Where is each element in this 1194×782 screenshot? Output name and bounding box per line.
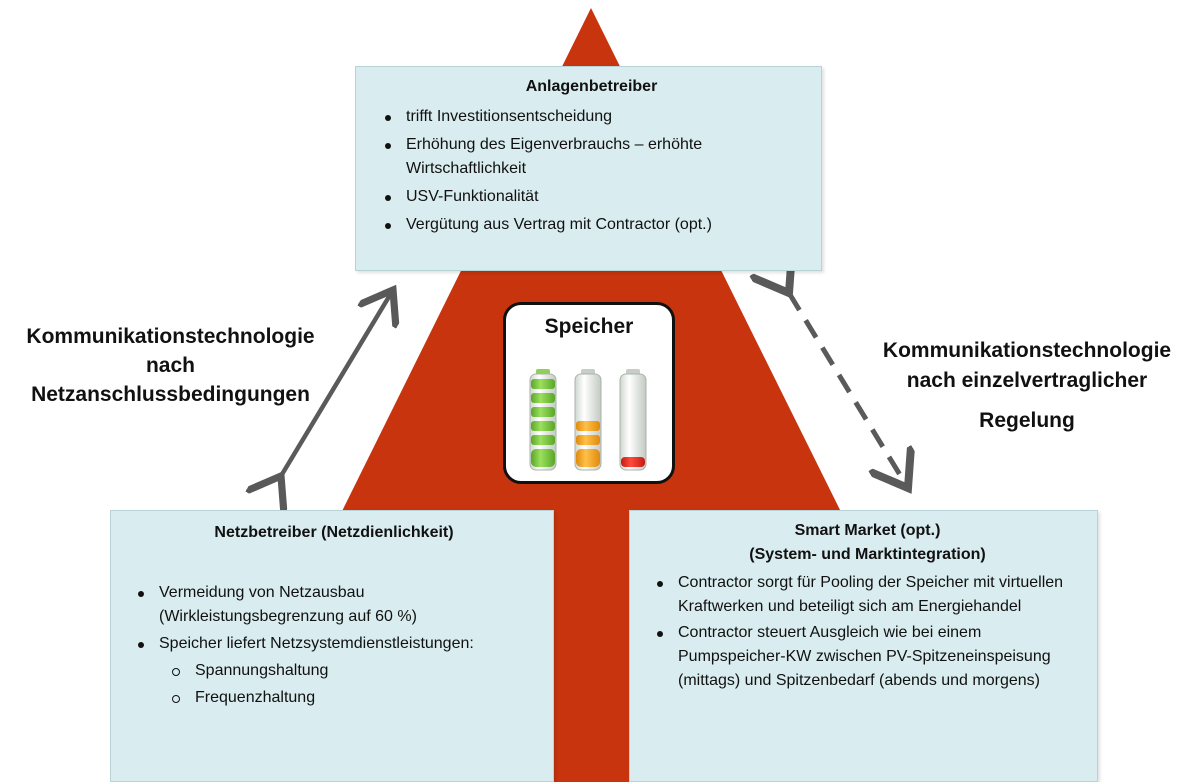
list-item: Vermeidung von Netzausbau (Wirkleistungs… — [129, 581, 539, 629]
battery-full-icon — [529, 369, 557, 471]
smart-market-title: Smart Market (opt.) — [794, 522, 941, 539]
left-communication-label: Kommunikationstechnologie nach Netzansch… — [8, 322, 333, 409]
left-bidirectional-arrow — [281, 290, 393, 476]
smart-market-subtitle: (System- und Marktintegration) — [749, 546, 986, 563]
storage-title: Speicher — [544, 315, 634, 338]
left-label-line-1: Kommunikationstechnologie — [26, 325, 315, 348]
operator-title: Anlagenbetreiber — [525, 78, 658, 95]
right-dashed-bidirectional-arrow — [789, 293, 908, 488]
smart-market-box: Smart Market (opt.) (System- und Marktin… — [629, 510, 1098, 782]
right-label-line-2: nach einzelvertraglicher — [906, 369, 1148, 392]
battery-half-icon — [574, 369, 602, 471]
operator-box: Anlagenbetreiber trifft Investitionsents… — [355, 66, 822, 271]
smart-market-list: Contractor sorgt für Pooling der Speiche… — [648, 571, 1087, 693]
storage-box: Speicher — [503, 302, 675, 484]
list-item: USV-Funktionalität — [376, 185, 807, 209]
grid-operator-list: Vermeidung von Netzausbau (Wirkleistungs… — [129, 581, 539, 710]
right-label-line-3: Regelung — [979, 409, 1075, 432]
right-communication-label: Kommunikationstechnologie nach einzelver… — [860, 336, 1194, 436]
battery-levels-icon — [529, 369, 647, 471]
grid-operator-box: Netzbetreiber (Netzdienlichkeit) Vermeid… — [110, 510, 554, 782]
left-label-line-2: nach — [145, 354, 195, 377]
list-item: Contractor steuert Ausgleich wie bei ein… — [648, 621, 1087, 693]
list-item: Erhöhung des Eigenverbrauchs – erhöhte W… — [376, 133, 807, 181]
list-item: Speicher liefert Netzsystemdienstleistun… — [129, 632, 539, 656]
grid-operator-title: Netzbetreiber (Netzdienlichkeit) — [214, 524, 454, 541]
sub-list-item: Frequenzhaltung — [129, 686, 539, 710]
sub-list-item: Spannungshaltung — [129, 659, 539, 683]
operator-list: trifft Investitionsentscheidung Erhöhung… — [376, 105, 807, 237]
list-item: trifft Investitionsentscheidung — [376, 105, 807, 129]
battery-low-icon — [619, 369, 647, 471]
left-label-line-3: Netzanschlussbedingungen — [31, 383, 310, 406]
list-item: Contractor sorgt für Pooling der Speiche… — [648, 571, 1087, 619]
right-label-line-1: Kommunikationstechnologie — [882, 339, 1172, 362]
list-item: Vergütung aus Vertrag mit Contractor (op… — [376, 213, 807, 237]
